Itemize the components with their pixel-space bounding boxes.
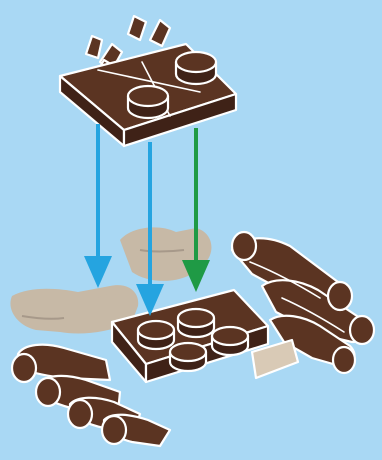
arrow-green [182, 128, 210, 292]
plate-with-clips-2x2 [60, 16, 236, 146]
placement-arrows [84, 124, 210, 316]
arrow-blue-left [84, 124, 112, 288]
